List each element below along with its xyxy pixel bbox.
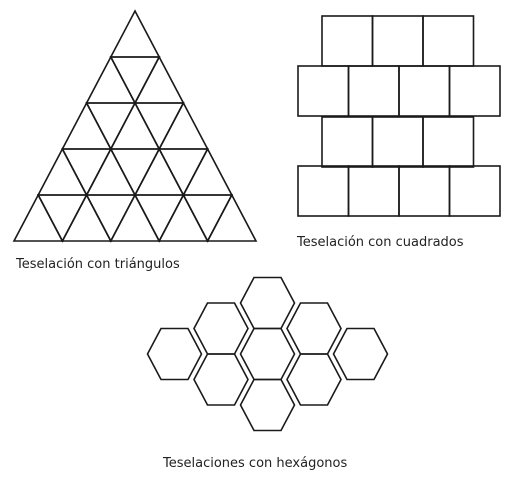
hexagon-tile — [239, 327, 296, 381]
triangle-tile — [133, 194, 185, 243]
triangle-tile — [85, 147, 137, 196]
triangle-tile — [109, 148, 161, 197]
triangle-tile — [182, 194, 234, 243]
square-tile — [347, 165, 400, 217]
triangle-tile — [36, 147, 88, 196]
triangle-tile — [109, 56, 161, 105]
triangle-tile — [85, 194, 137, 243]
hexagon-tile — [286, 302, 342, 355]
triangle-tessellation-caption: Teselación con triángulos — [16, 257, 180, 272]
square-tile — [297, 165, 350, 217]
triangle-tile — [109, 101, 161, 150]
square-tile — [448, 65, 501, 117]
triangle-tile — [85, 102, 137, 151]
hexagon-tessellation-caption: Teselaciones con hexágonos — [163, 456, 348, 471]
triangle-tile — [157, 148, 209, 197]
triangle-tile — [157, 193, 209, 242]
hexagon-tile — [239, 378, 296, 432]
triangle-tile — [12, 193, 64, 242]
square-tessellation — [297, 15, 501, 217]
square-tile — [347, 65, 400, 117]
square-tile — [371, 116, 424, 168]
triangle-tessellation — [12, 9, 258, 243]
triangle-tile — [85, 55, 137, 104]
triangle-tile — [133, 102, 185, 151]
hexagon-tile — [286, 353, 342, 406]
square-tile — [371, 15, 424, 67]
triangle-tile — [182, 147, 234, 196]
hexagon-tile — [239, 276, 296, 330]
square-tessellation-caption: Teselación con cuadrados — [297, 235, 464, 250]
triangle-tile — [36, 194, 88, 243]
square-tile — [422, 15, 475, 67]
triangle-tile — [109, 193, 161, 242]
hexagon-tile — [332, 327, 389, 381]
square-tile — [321, 116, 374, 168]
triangle-tile — [61, 148, 113, 197]
triangle-tile — [206, 193, 258, 242]
triangle-tile — [61, 193, 113, 242]
square-tile — [297, 65, 350, 117]
triangle-tile — [61, 101, 113, 150]
hexagon-tile — [193, 353, 249, 406]
triangle-tile — [133, 55, 185, 104]
triangle-tile — [109, 9, 161, 58]
triangle-tile — [133, 147, 185, 196]
square-tile — [448, 165, 501, 217]
hexagon-tile — [193, 302, 249, 355]
square-tile — [398, 65, 451, 117]
square-tile — [422, 116, 475, 168]
triangle-tile — [157, 101, 209, 150]
hexagon-tile — [146, 327, 203, 381]
square-tile — [398, 165, 451, 217]
hexagon-tessellation — [146, 276, 389, 432]
square-tile — [321, 15, 374, 67]
